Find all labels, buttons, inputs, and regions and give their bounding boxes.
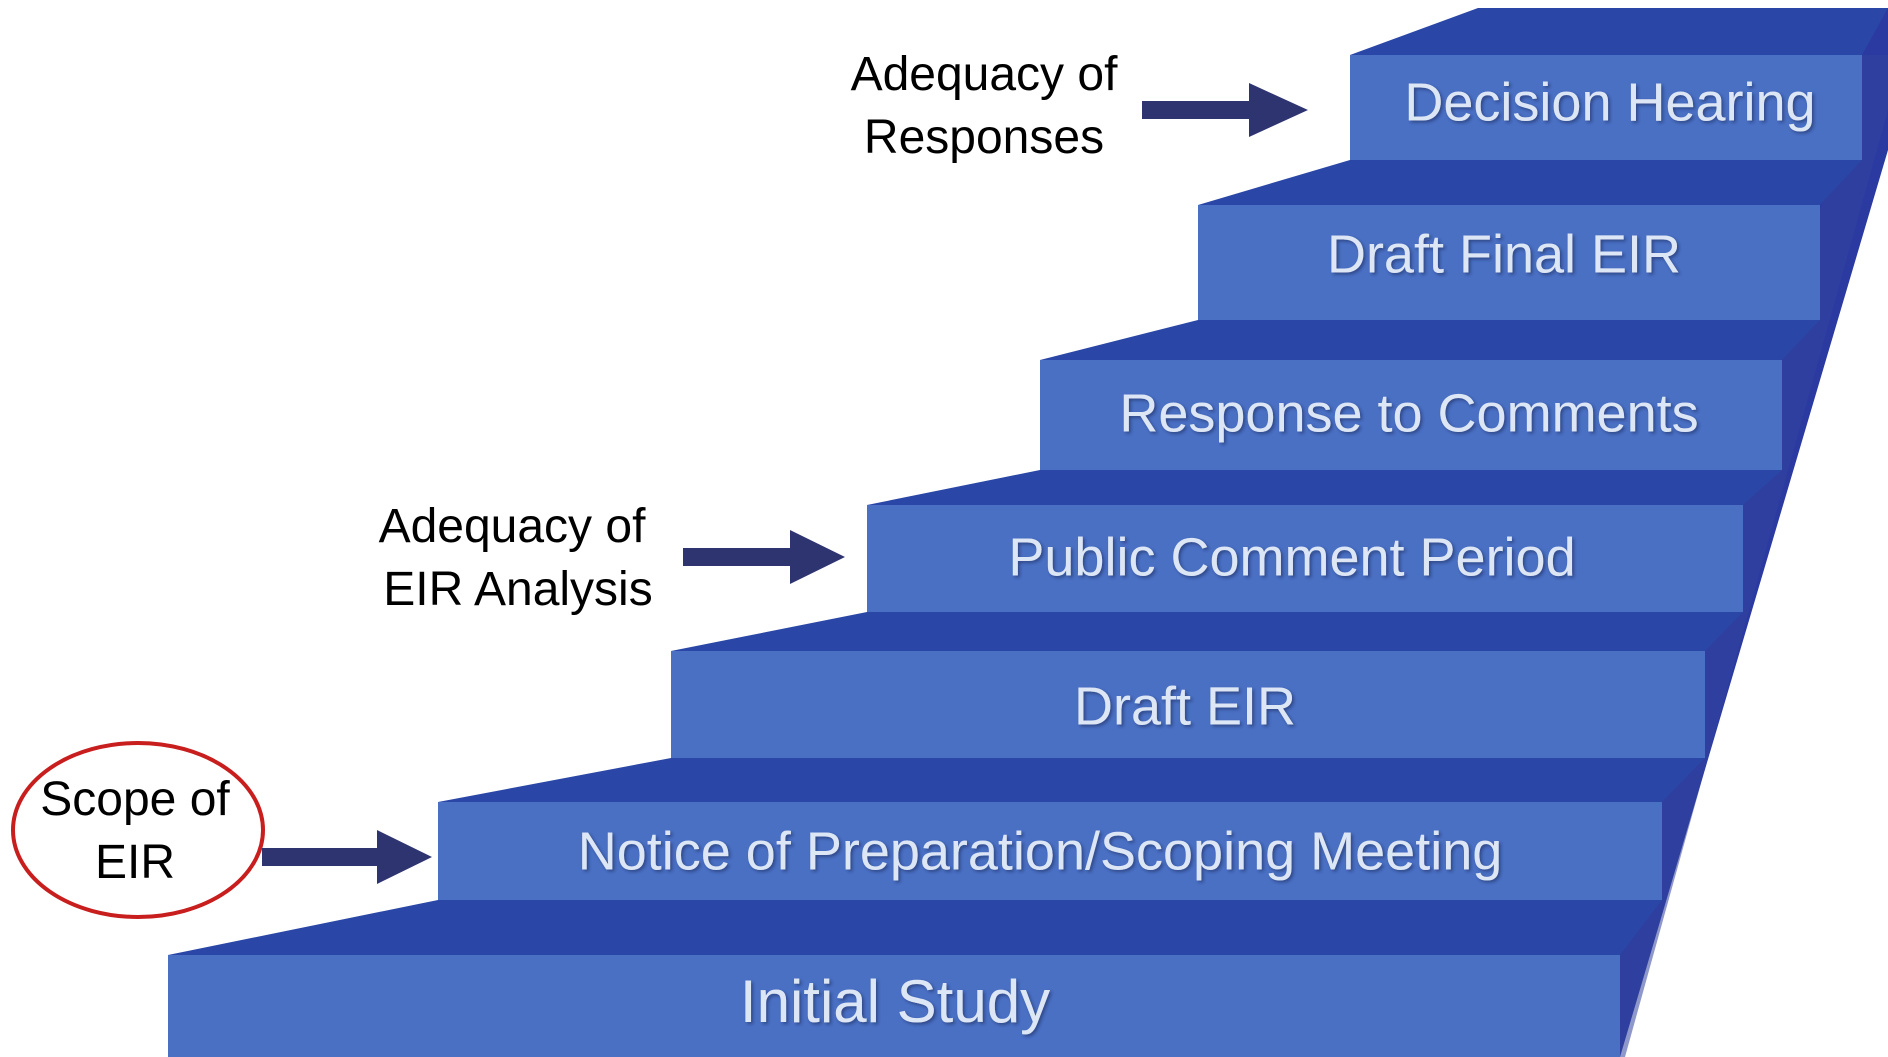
analysis-arrow-icon: [683, 530, 845, 584]
step-tread-draft-final-eir: [1198, 160, 1862, 205]
scope-note-line2: EIR: [95, 836, 175, 889]
scope-highlight-circle: [11, 741, 265, 919]
step-tread-initial-study: [168, 900, 1662, 955]
step-label-draft-final-eir: Draft Final EIR: [1327, 224, 1681, 284]
responses-note-line1: Adequacy of: [851, 48, 1119, 101]
stair-side-edge: [1620, 55, 1888, 1057]
step-tread-notice-of-preparation: [438, 758, 1705, 802]
step-label-public-comment-period: Public Comment Period: [1008, 527, 1575, 587]
responses-note-line2: Responses: [864, 111, 1104, 164]
analysis-note-line2: EIR Analysis: [383, 563, 652, 616]
step-face-draft-eir: [671, 651, 1705, 758]
scope-arrow-icon: [262, 830, 432, 884]
step-face-draft-final-eir: [1198, 205, 1820, 320]
step-label-draft-eir: Draft EIR: [1074, 676, 1296, 736]
step-tread-response-to-comments: [1040, 320, 1820, 360]
step-face-response-to-comments: [1040, 360, 1782, 470]
step-face-decision-hearing: [1350, 55, 1862, 160]
responses-arrow-icon: [1142, 83, 1308, 137]
analysis-note-line1: Adequacy of: [379, 500, 647, 553]
step-face-initial-study: [168, 955, 1620, 1057]
step-face-public-comment-period: [867, 505, 1743, 612]
scope-note-line1: Scope of: [40, 773, 230, 826]
step-tread-draft-eir: [671, 612, 1743, 651]
step-tread-public-comment-period: [867, 470, 1782, 505]
step-label-notice-of-preparation: Notice of Preparation/Scoping Meeting: [578, 821, 1503, 881]
step-tread-decision-hearing: [1350, 8, 1888, 55]
step-label-initial-study: Initial Study: [740, 968, 1050, 1035]
step-face-notice-of-preparation: [438, 802, 1662, 900]
step-label-decision-hearing: Decision Hearing: [1404, 72, 1815, 132]
step-label-response-to-comments: Response to Comments: [1119, 383, 1698, 443]
